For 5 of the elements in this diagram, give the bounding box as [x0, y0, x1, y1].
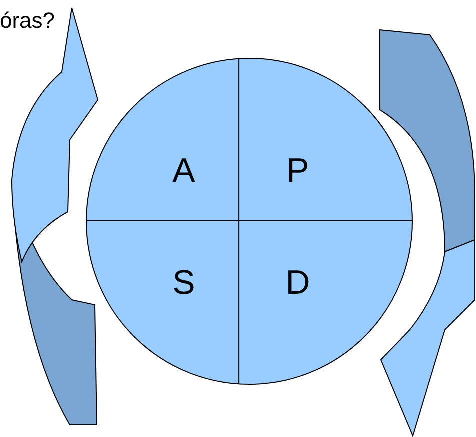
quadrant-letter: S — [159, 261, 209, 305]
quadrant-letter: A — [159, 149, 209, 193]
quadrant-letter: D — [273, 261, 323, 305]
quadrant-letter: P — [273, 149, 323, 193]
question-text: óras? — [0, 10, 56, 32]
